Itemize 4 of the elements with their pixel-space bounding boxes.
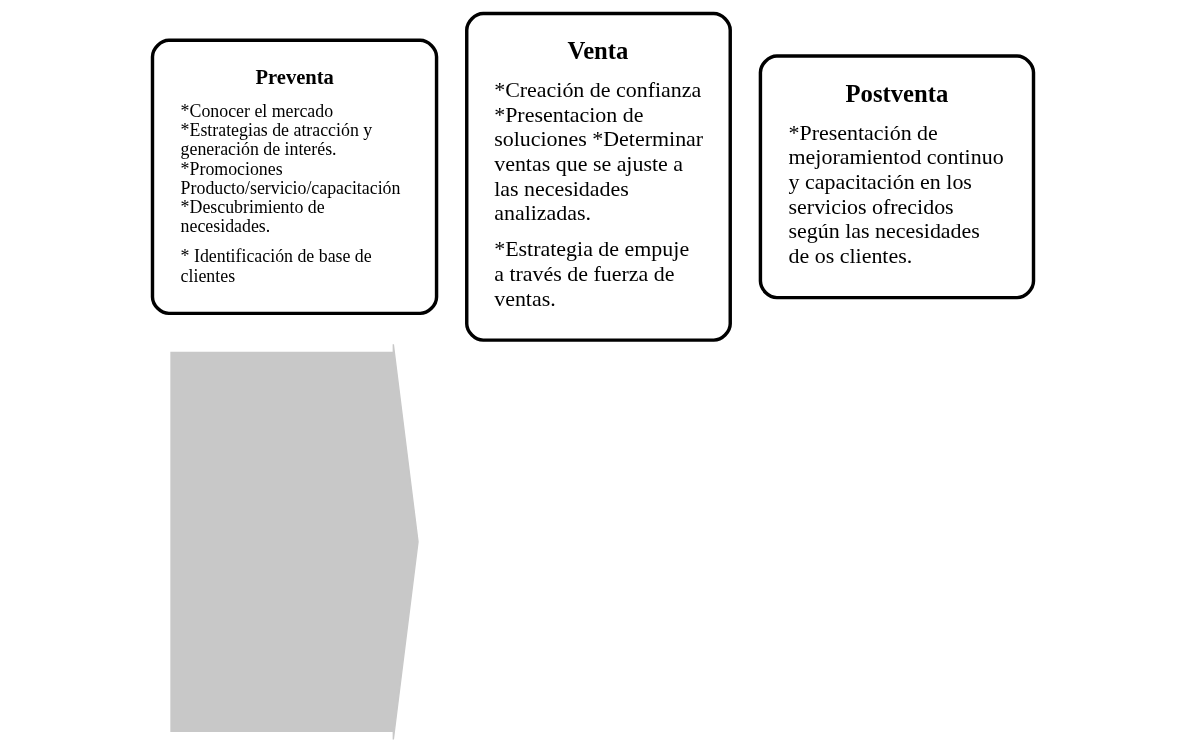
node-box: Preventa *Conocer el mercado *Estrategias de atracción y generación de interés. *Promociones Producto/servicio/capacitación *Descubrimiento de necesidades. * Identificación de base de clientes	[150, 38, 438, 316]
node-box: Postventa *Presentación de mejoramientod continuo y capacitación en los servicios ofrecidos según las necesidades de os clientes.	[758, 54, 1035, 300]
node-box: Venta *Creación de confianza *Presentacion de soluciones *Determinar ventas que se ajuste a las necesidades analizadas. *Estrategia de empuje a través de fuerza de ventas.	[464, 11, 732, 342]
node-arrow	[169, 343, 419, 741]
